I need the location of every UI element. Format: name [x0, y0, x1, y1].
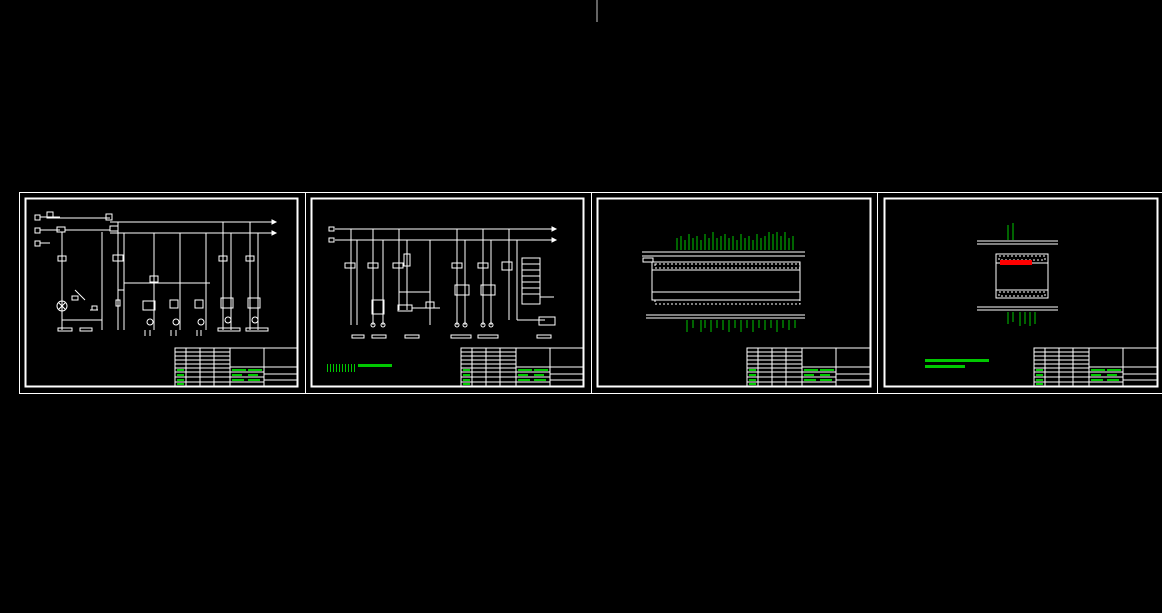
drawing-sheet-2[interactable] — [310, 192, 592, 393]
title-block-text — [463, 369, 548, 385]
terminal-wire-labels — [676, 232, 796, 332]
title-block — [1033, 347, 1158, 387]
terminal-wire-labels — [1007, 223, 1036, 326]
title-block — [460, 347, 584, 387]
sheet-border — [883, 197, 1159, 388]
notes-text — [327, 364, 392, 372]
title-block-text — [749, 369, 834, 385]
schematic-circuit — [328, 226, 558, 339]
drawing-sheet-3[interactable] — [596, 192, 878, 393]
title-block-text — [1036, 369, 1121, 385]
title-block — [746, 347, 871, 387]
notes-text — [925, 359, 989, 368]
drawing-sheet-4[interactable] — [883, 197, 1159, 388]
sheet-border — [310, 197, 585, 388]
title-block — [174, 347, 298, 387]
schematic-circuit — [34, 211, 278, 336]
sheet-border — [24, 197, 299, 388]
title-block-text — [177, 369, 262, 385]
sheet-border — [596, 197, 872, 388]
terminal-strip-diagram — [642, 251, 805, 319]
drawing-sheet-1[interactable] — [24, 192, 306, 393]
layout-frame — [19, 192, 1162, 394]
selected-label-highlight[interactable] — [1000, 260, 1032, 265]
terminal-strip-diagram — [977, 240, 1058, 311]
